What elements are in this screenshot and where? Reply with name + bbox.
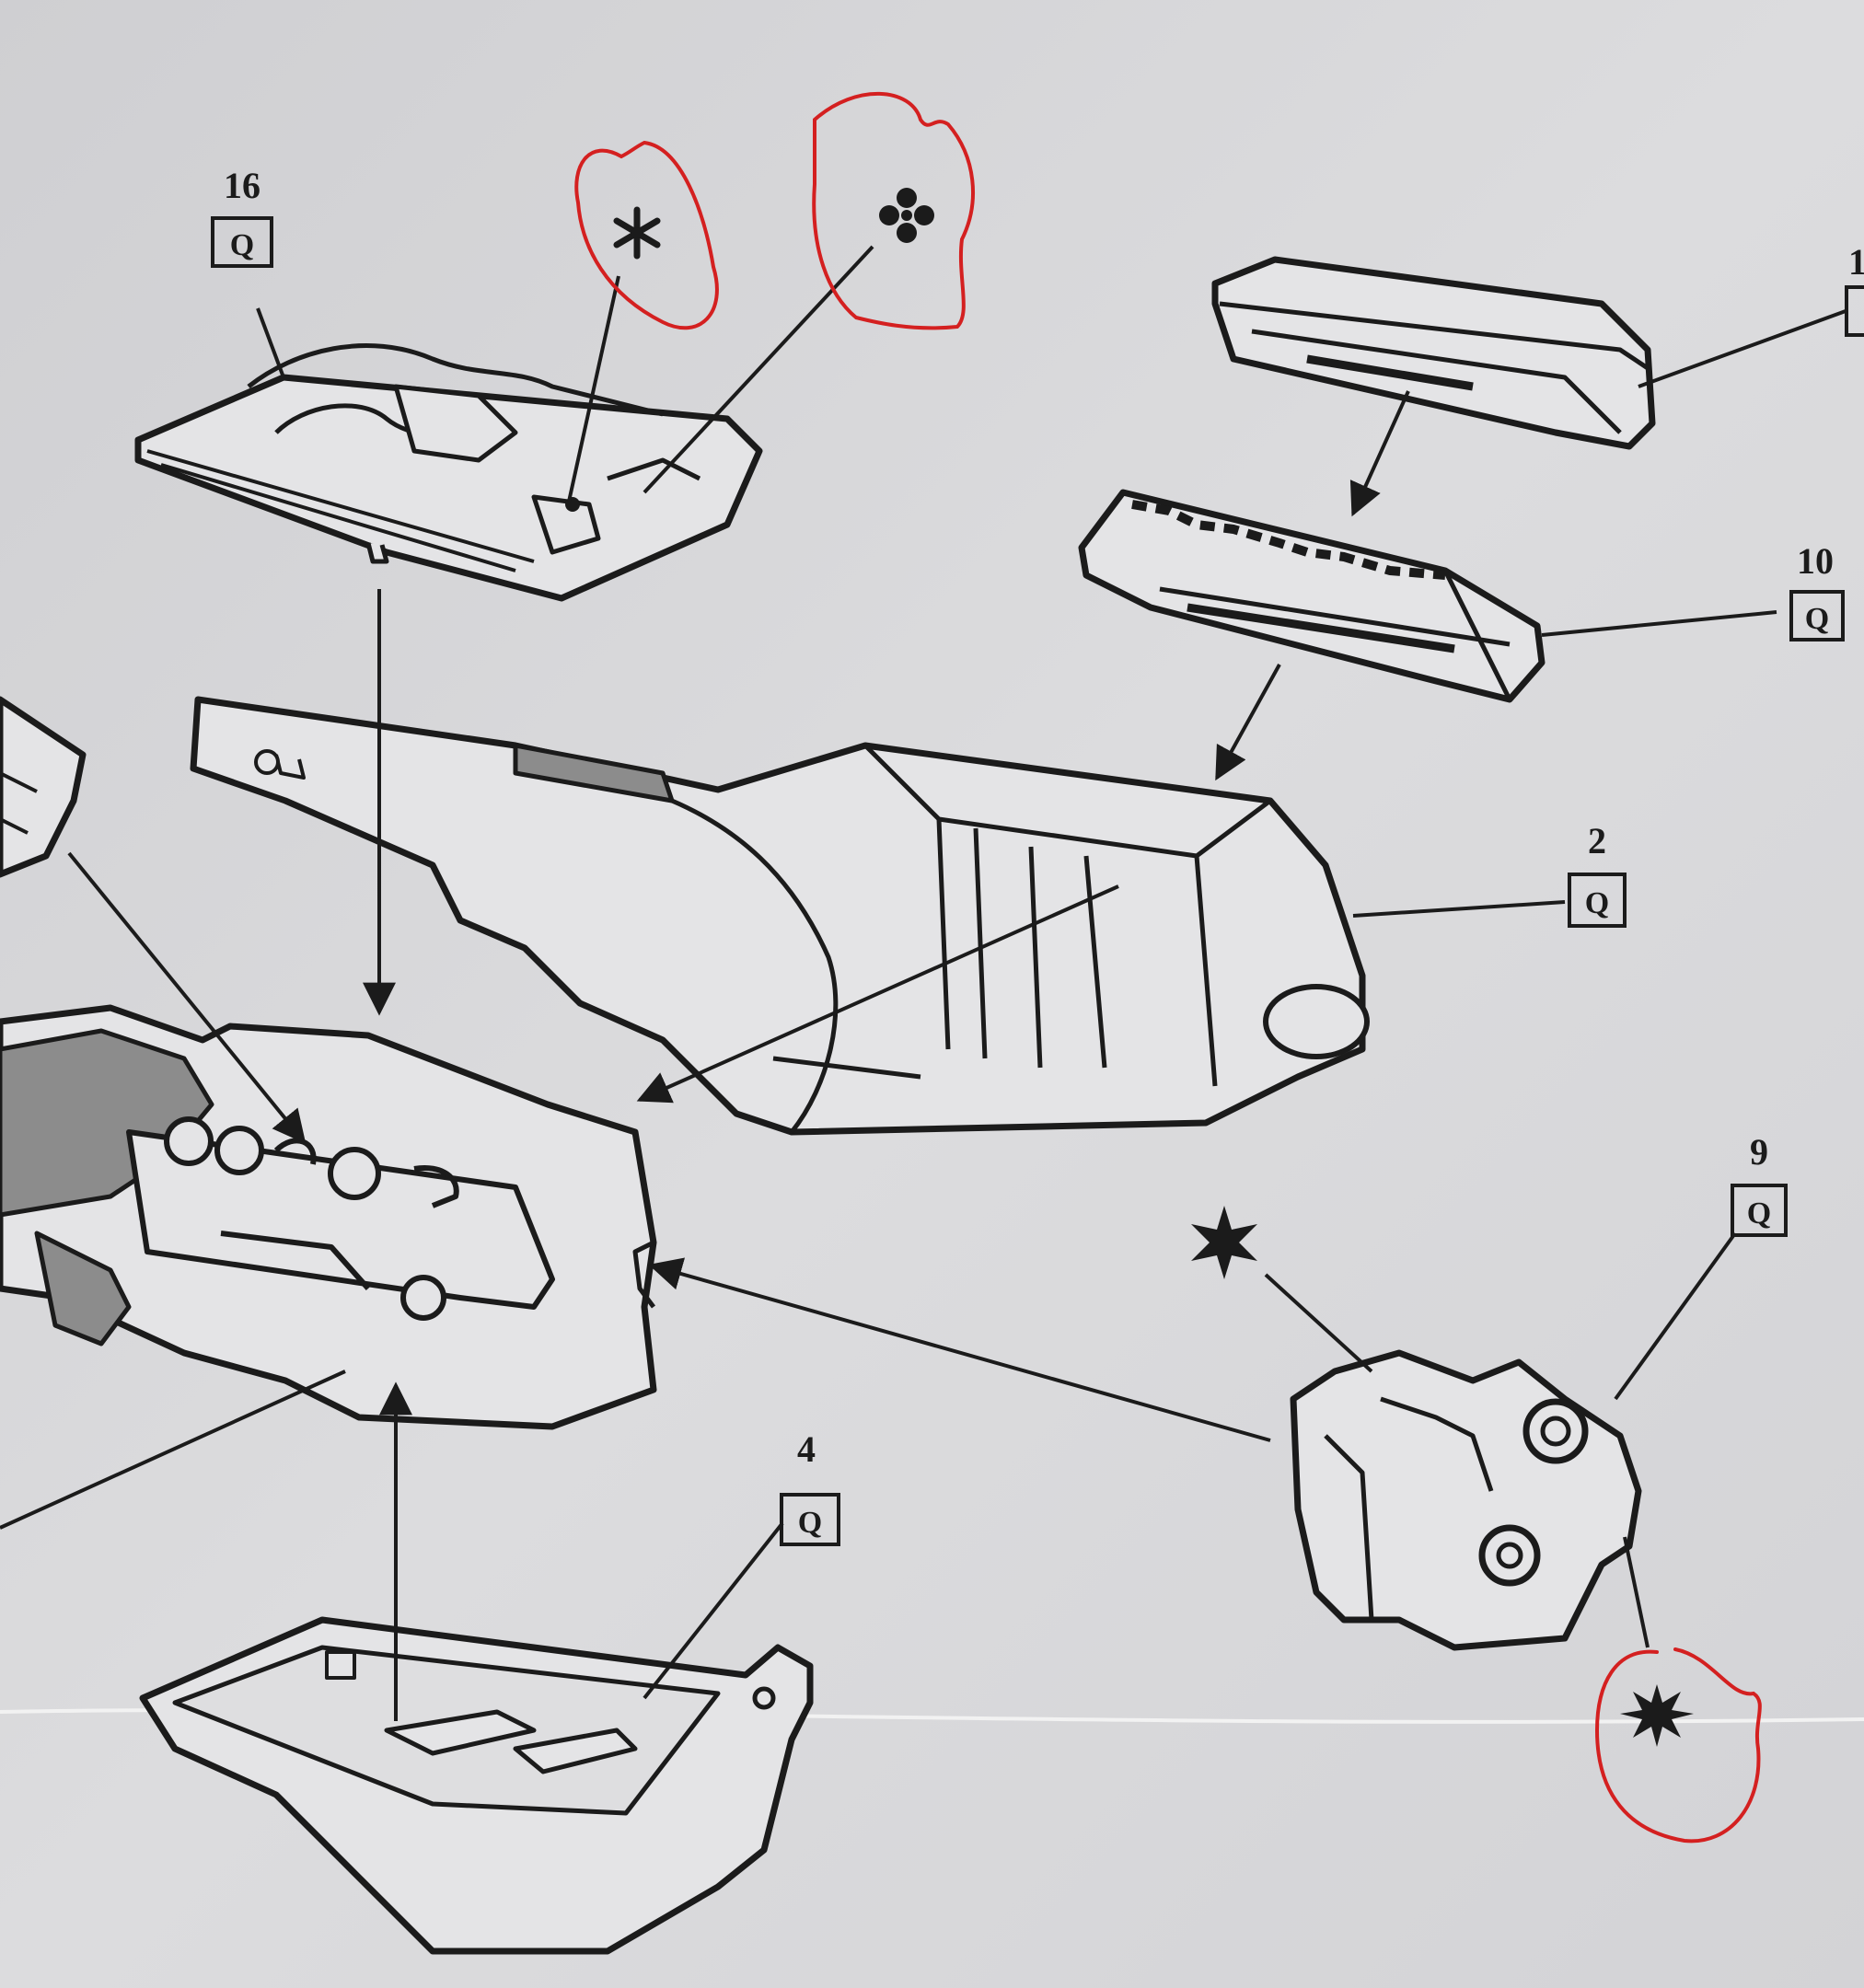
leader-lines [256,245,1847,1700]
part-1-drawing [1211,256,1656,450]
part-2-drawing [190,696,1370,1136]
part-9-drawing [1290,1349,1642,1651]
part-number-2: 2 [1588,820,1606,861]
red-circle-clover [812,91,975,330]
eight-point-star-icon [1620,1684,1694,1747]
part-label-16: 16 Q [211,165,273,268]
part-code-box-16 [211,216,273,268]
part-number-1: 1 [1848,241,1864,283]
part-label-9: 9 Q [1731,1131,1788,1237]
part-code-box-2 [1568,873,1627,928]
red-circle-asterisk [574,140,719,330]
part-10-drawing [1078,489,1546,703]
part-code-4: Q [798,1506,822,1540]
six-point-star-icon [1191,1206,1257,1279]
left-partial-part-drawing [0,696,87,878]
part-code-2: Q [1585,886,1609,920]
red-annotation-circles [574,91,1762,1844]
part-number-4: 4 [797,1428,816,1470]
part-label-2: 2 Q [1568,820,1627,928]
four-dot-clover-icon [879,188,934,243]
part-number-9: 9 [1750,1131,1768,1173]
part-code-9: Q [1747,1196,1771,1231]
part-label-10: 10 Q [1789,540,1845,641]
part-16-drawing [134,343,763,602]
part-code-10: Q [1805,602,1829,636]
center-block-drawing [0,1004,657,1430]
part-code-16: Q [230,228,254,262]
assembly-arrows [0,390,1410,1721]
part-4-drawing [139,1616,814,1955]
part-code-box-1 [1845,285,1864,337]
red-circle-star [1594,1647,1762,1844]
part-label-4: 4 Q [780,1428,840,1546]
part-number-16: 16 [224,165,260,206]
part-number-10: 10 [1797,540,1834,582]
part-code-box-10 [1789,590,1845,641]
asterisk-icon [613,206,661,260]
part-code-box-4 [780,1493,840,1546]
part-code-box-9 [1731,1184,1788,1237]
